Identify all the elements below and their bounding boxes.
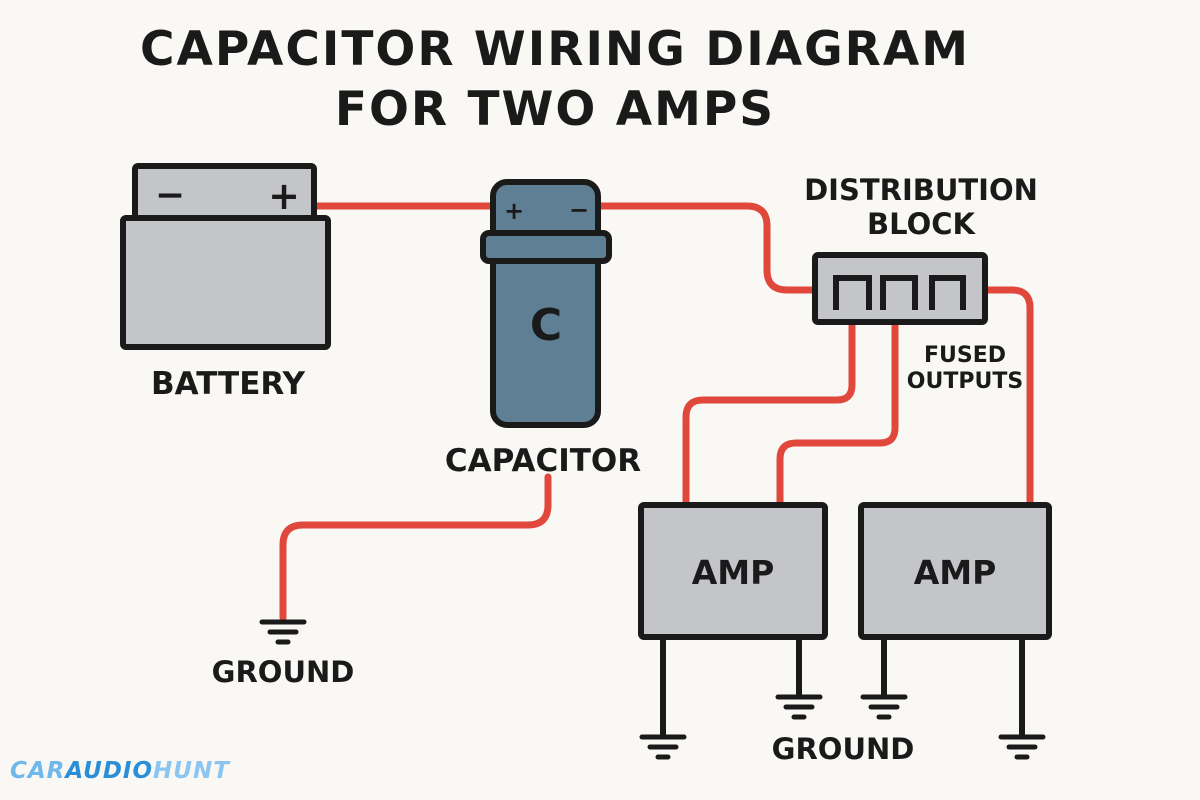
ground-label-left: GROUND (212, 655, 355, 689)
ground-symbol-capacitor (259, 619, 307, 645)
wires (279, 202, 1034, 622)
amp-2-body (858, 502, 1052, 640)
caraudiohunt-logo: CARAUDIOHUNT (10, 758, 230, 784)
ground-symbol-amp-1-left (639, 734, 687, 760)
wire-block-to-amp1-second (776, 318, 899, 509)
amp-1-body (638, 502, 828, 640)
distribution-block-label-line-2: BLOCK (867, 207, 976, 241)
logo-part-hunt: HUNT (153, 758, 230, 784)
amp-2-label: AMP (914, 553, 997, 592)
capacitor-band (480, 230, 612, 264)
fuse-slot-3 (929, 275, 966, 310)
diagram-title-line-1: CAPACITOR WIRING DIAGRAM (140, 22, 970, 77)
battery: − + BATTERY (120, 163, 331, 402)
battery-negative-sign: − (155, 175, 185, 216)
wire-block-to-amp1 (682, 318, 856, 509)
ground-symbol-amp-2-right (998, 734, 1046, 760)
battery-body (120, 215, 331, 350)
fused-outputs-label-line-1: FUSED (924, 343, 1006, 368)
capacitor-negative-sign: − (569, 196, 589, 224)
distribution-block: DISTRIBUTION BLOCK FUSED OUTPUTS (804, 173, 1038, 394)
ground-label-bottom: GROUND (772, 732, 915, 766)
logo-part-car: CAR (10, 758, 66, 784)
amp-1: AMP (638, 502, 828, 640)
fuse-slot-2 (880, 275, 918, 310)
capacitor-label: CAPACITOR (445, 443, 641, 479)
amp-ground-leads (660, 634, 1025, 738)
diagram-title-line-2: FOR TWO AMPS (334, 82, 776, 137)
battery-positive-sign: + (268, 174, 300, 218)
fuse-slot-1 (833, 275, 872, 310)
ground-symbol-amp-2-left (860, 694, 908, 720)
amp-1-label: AMP (692, 553, 775, 592)
wire-block-to-amp2 (981, 286, 1034, 509)
wire-capacitor-to-ground (279, 473, 552, 622)
amp-2: AMP (858, 502, 1052, 640)
logo-part-audio: AUDIO (65, 758, 154, 784)
fused-outputs-label-line-2: OUTPUTS (907, 369, 1023, 394)
distribution-block-body (812, 252, 988, 325)
capacitor-positive-sign: + (504, 197, 524, 225)
wire-capacitor-to-distribution-block (593, 202, 819, 294)
ground-symbol-amp-1-right (775, 694, 823, 720)
capacitor-symbol: C (530, 300, 562, 351)
distribution-block-label-line-1: DISTRIBUTION (804, 173, 1038, 207)
battery-label: BATTERY (151, 366, 306, 402)
capacitor: + − C CAPACITOR (445, 179, 641, 479)
